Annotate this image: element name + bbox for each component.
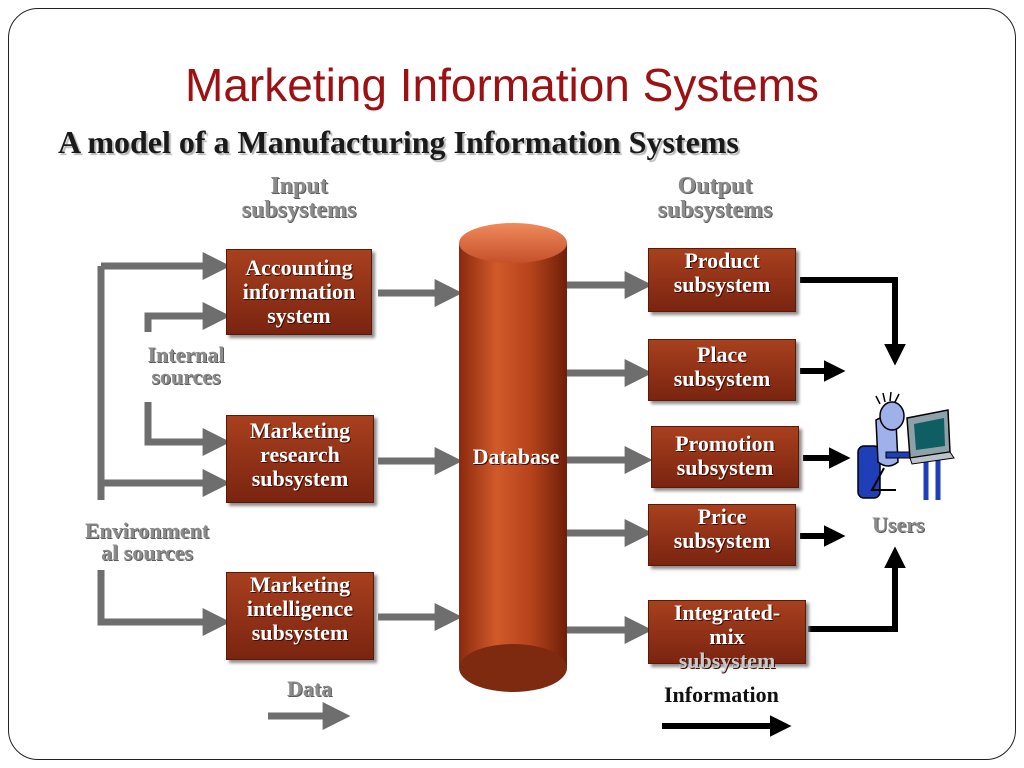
input-header-line-1: Input (270, 173, 328, 199)
slide-subtitle: A model of a Manufacturing Information S… (58, 124, 739, 160)
box-line: Price (697, 504, 747, 529)
input-header-line-2: subsystems (241, 197, 357, 223)
internal-sources-connector (144, 302, 231, 456)
box-line: Product (684, 248, 760, 273)
database-label: Database (472, 444, 560, 469)
price-subsystem-box: Price subsystem (648, 504, 796, 566)
promotion-subsystem-box: Promotion subsystem (651, 426, 799, 488)
box-line: research (260, 441, 340, 467)
data-legend-label: Data (287, 676, 333, 701)
box-line: subsystem (673, 527, 771, 553)
environmental-sources-label: Environment al sources (70, 520, 224, 564)
box-line: Place (696, 342, 748, 367)
accounting-information-system-box: Accounting information system (226, 249, 372, 335)
box-line: Accounting (245, 255, 353, 280)
box-line: Marketing (249, 418, 351, 443)
users-label: Users (872, 512, 925, 537)
environmental-sources-connector (97, 252, 231, 636)
box-line: subsystem (678, 647, 776, 673)
product-subsystem-box: Product subsystem (648, 248, 796, 312)
person-at-computer-icon (857, 391, 955, 500)
database-to-output-arrows (567, 271, 653, 644)
box-line: subsystem (251, 619, 349, 645)
marketing-intelligence-subsystem-box: Marketing intelligence subsystem (226, 572, 374, 660)
box-line: subsystem (251, 465, 349, 491)
environmental-sources-line-1: Environment (84, 518, 210, 543)
box-line: Marketing (249, 572, 351, 597)
box-line: intelligence (246, 595, 354, 621)
input-subsystems-header: Input subsystems (226, 174, 372, 222)
output-header-line-2: subsystems (657, 197, 773, 223)
environmental-sources-line-2: al sources (101, 540, 193, 565)
box-line: subsystem (673, 365, 771, 391)
input-to-database-arrows (378, 279, 463, 631)
place-subsystem-box: Place subsystem (648, 339, 796, 401)
marketing-research-subsystem-box: Marketing research subsystem (226, 415, 374, 503)
box-line: system (267, 302, 331, 328)
internal-sources-line-1: Internal (147, 342, 225, 367)
box-line: subsystem (673, 271, 771, 297)
integrated-mix-subsystem-box: Integrated- mix subsystem (648, 600, 806, 672)
internal-sources-label: Internal sources (136, 344, 236, 388)
output-header-line-1: Output (677, 173, 753, 199)
output-subsystems-header: Output subsystems (640, 174, 790, 222)
slide-title: Marketing Information Systems (185, 59, 820, 111)
box-line: Promotion (675, 431, 775, 456)
box-line: information (242, 278, 356, 304)
box-line: subsystem (676, 454, 774, 480)
information-to-users-arrows (800, 277, 906, 632)
box-line: Integrated- (673, 600, 781, 625)
box-line: mix (709, 623, 745, 649)
information-legend-label: Information (664, 682, 779, 707)
internal-sources-line-2: sources (151, 364, 221, 389)
database-cylinder (459, 223, 567, 692)
